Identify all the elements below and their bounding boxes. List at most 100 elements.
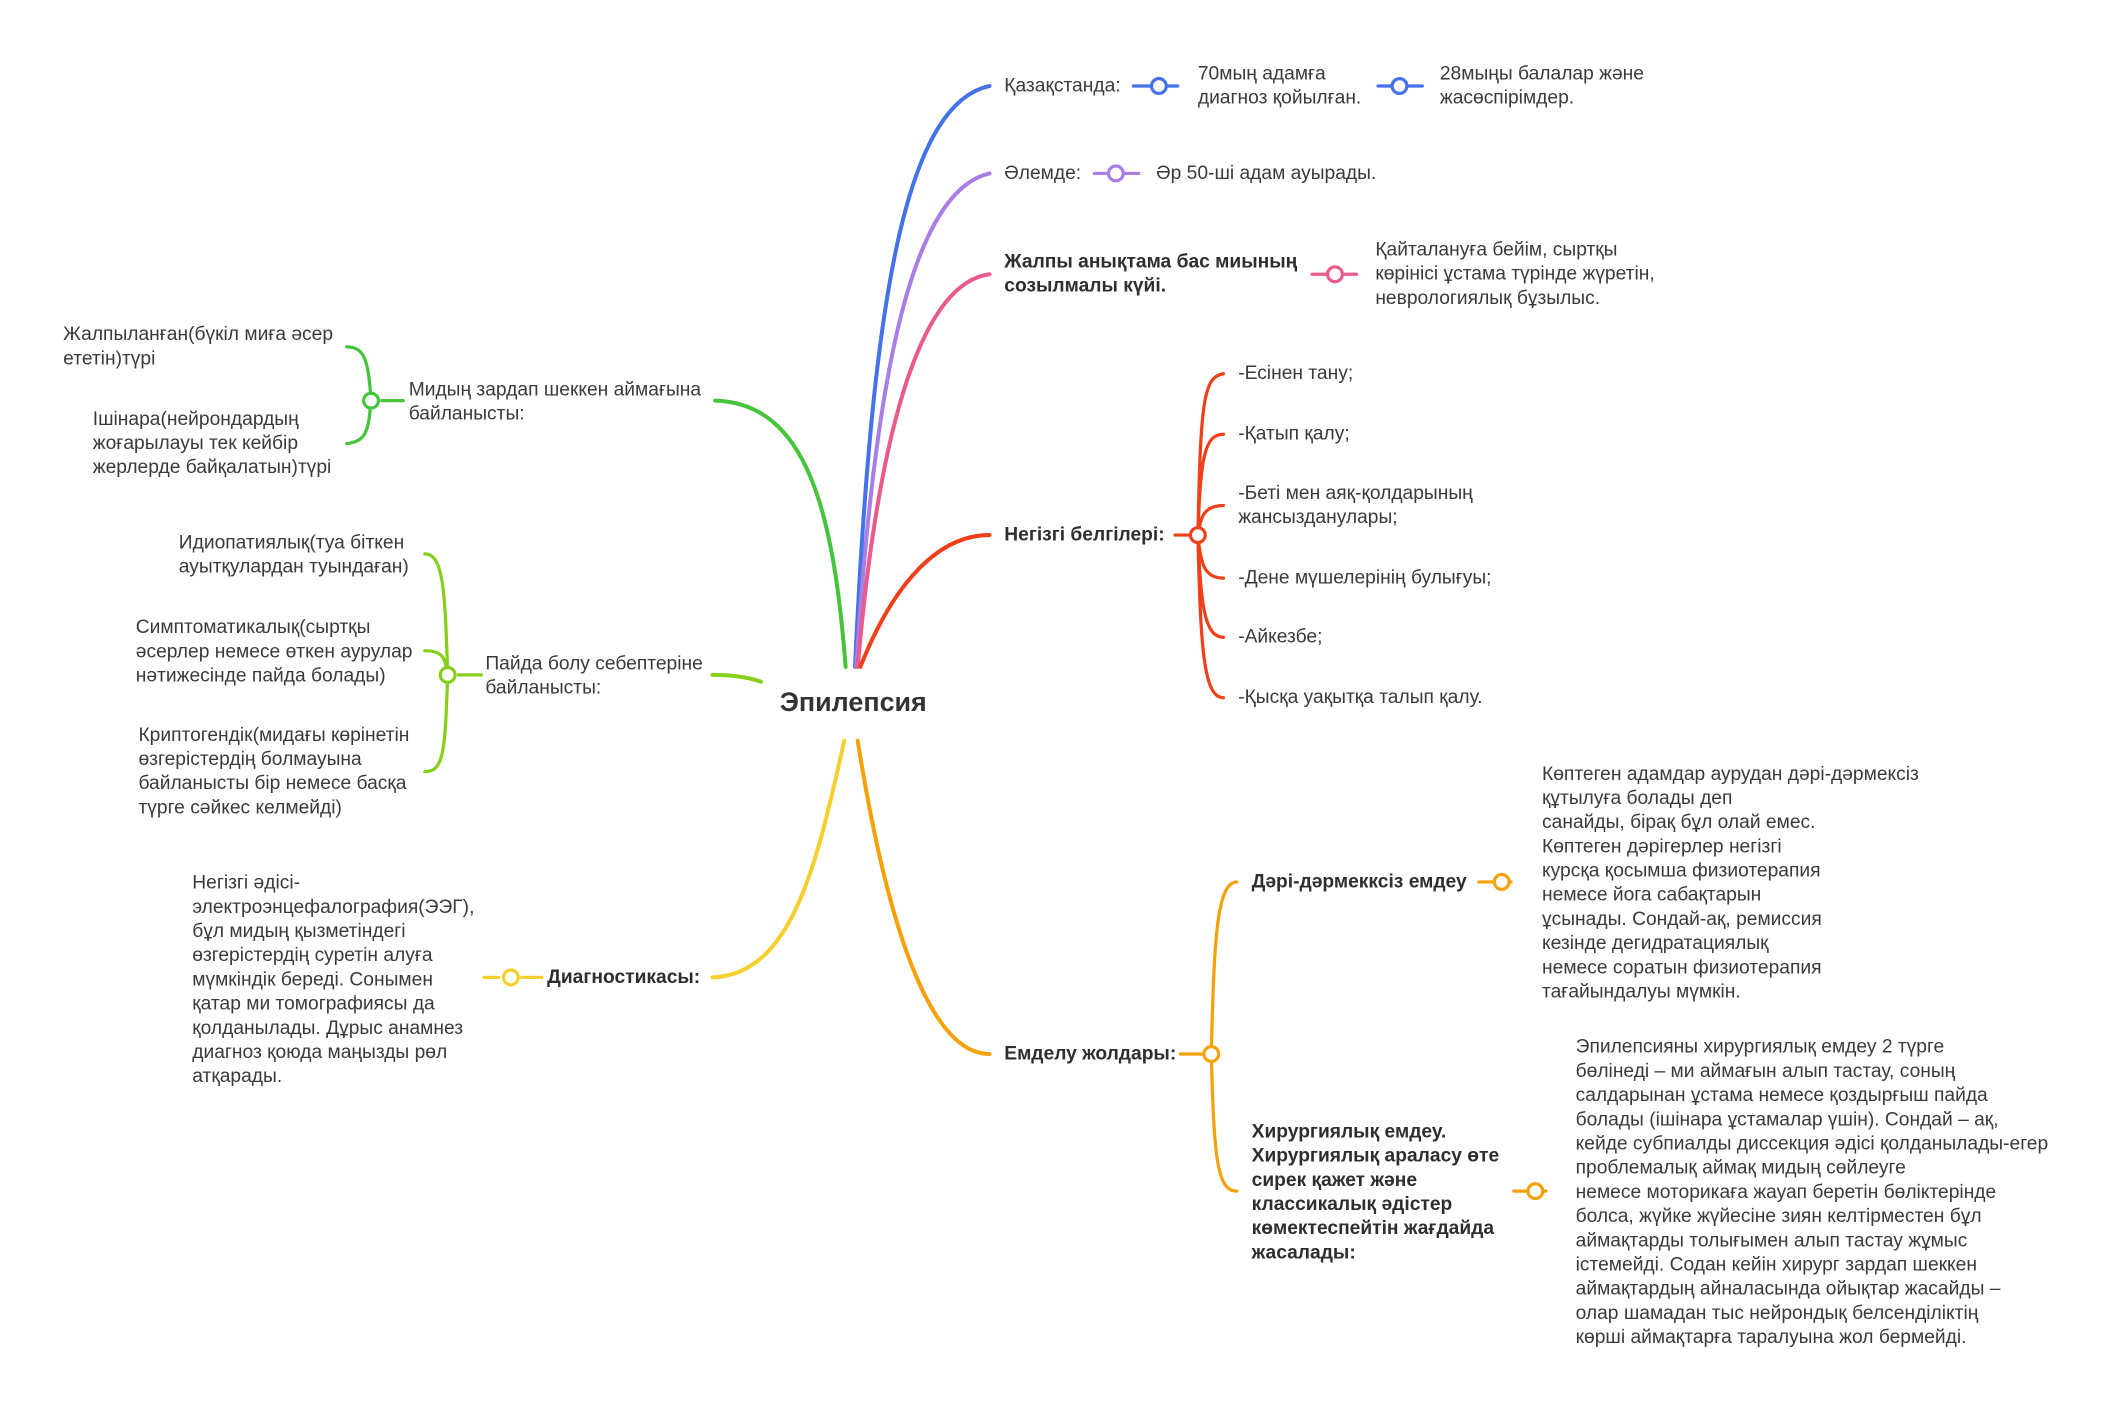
world-statistic[interactable]: Әр 50-ші адам ауырады. <box>1156 162 1377 185</box>
junction-dot[interactable] <box>1106 164 1125 183</box>
text-line: диагноз қойылған. <box>1197 87 1362 109</box>
text-line: ұсынады. Сондай-ақ, ремиссия <box>1542 908 1822 931</box>
topic-world[interactable]: Әлемде: <box>1004 162 1082 185</box>
text-line: сирек қажет және <box>1251 1169 1418 1192</box>
junction-dot[interactable] <box>1390 77 1409 96</box>
text-line: мүмкіндік береді. Сонымен <box>192 969 433 991</box>
link-signs-children <box>1173 372 1226 700</box>
junction-dot[interactable] <box>1149 77 1168 96</box>
sign-item[interactable]: -Қатып қалу; <box>1238 423 1350 445</box>
text-line: атқарады. <box>192 1066 283 1088</box>
text-line: неврологиялық бұзылыс. <box>1375 287 1601 310</box>
text-line: қолданылады. Дұрыс анамнез <box>192 1017 464 1040</box>
area-generalized[interactable]: Жалпыланған(бүкіл миға әсер ететін)түрі <box>63 323 333 371</box>
text-line: немесе соратын физиотерапия <box>1542 957 1822 979</box>
text-line: көмектеспейтін жағдайда <box>1251 1218 1495 1240</box>
kazakhstan-diagnosed[interactable]: 70мың адамға диагноз қойылған. <box>1198 62 1361 110</box>
text-line: бұл мидың қызметіндегі <box>192 920 406 943</box>
text-line: Қайталануға бейім, сыртқы <box>1375 239 1618 261</box>
area-partial[interactable]: Ішінара(нейрондардың жоғарылауы тек кейб… <box>93 407 332 480</box>
text-line: Симптоматикалық(сыртқы <box>135 617 371 639</box>
sign-item[interactable]: -Есінен тану; <box>1238 362 1354 385</box>
surgical-treatment[interactable]: Хирургиялық емдеу. Хирургиялық араласу ө… <box>1252 1120 1500 1265</box>
link-treatment-children <box>1178 880 1239 1193</box>
topic-treatment[interactable]: Емделу жолдары: <box>1004 1043 1177 1065</box>
text-line: Мидың зардап шеккен аймағына <box>408 379 702 401</box>
surgical-text[interactable]: Эпилепсияны хирургиялық емдеу 2 түрге бө… <box>1576 1035 2049 1350</box>
drug-free-text[interactable]: Көптеген адамдар аурудан дәрі-дәрмексіз … <box>1542 762 1919 1004</box>
sign-item[interactable]: -Қысқа уақытқа талып қалу. <box>1238 686 1483 709</box>
text-line: бөлінеді – ми аймағын алып тастау, соның <box>1575 1060 1956 1083</box>
kazakhstan-children[interactable]: 28мыңы балалар және жасөспірімдер. <box>1440 62 1644 110</box>
text-line: курсқа қосымша физиотерапия <box>1542 860 1821 882</box>
text-line: болса, жүйке жүйесіне зиян келтірместен … <box>1575 1205 1982 1228</box>
link-world <box>854 171 992 669</box>
topic-kazakhstan[interactable]: Қазақстанда: <box>1004 75 1121 97</box>
text-line: диагноз қоюда маңызды рөл <box>192 1041 448 1064</box>
text-line: істемейді. Содан кейін хирург зардап шек… <box>1575 1254 1978 1276</box>
root-topic[interactable]: Эпилепсия <box>779 688 927 718</box>
topic-causes[interactable]: Пайда болу себептеріне байланысты: <box>485 652 702 700</box>
text-line: Эпилепсияны хирургиялық емдеу 2 түрге <box>1575 1036 1945 1059</box>
topic-definition[interactable]: Жалпы анықтама бас миының созылмалы күйі… <box>1004 250 1297 298</box>
junction-dot[interactable] <box>1188 526 1207 545</box>
junction-dot[interactable] <box>438 665 457 684</box>
text-line: Жалпыланған(бүкіл миға әсер <box>63 324 334 346</box>
junction-dot[interactable] <box>1492 872 1511 891</box>
topic-signs[interactable]: Негізгі белгілері: <box>1004 524 1165 546</box>
drug-free-treatment[interactable]: Дәрі-дәрмекксіз емдеу <box>1251 871 1467 893</box>
definition-text[interactable]: Қайталануға бейім, сыртқы көрінісі ұстам… <box>1375 238 1654 311</box>
cause-symptomatic[interactable]: Симптоматикалық(сыртқы әсерлер немесе өт… <box>136 616 413 689</box>
text-line: ететін)түрі <box>63 348 156 370</box>
diagnostics-text[interactable]: Негізгі әдісі- электроэнцефалография(ЭЭГ… <box>192 871 474 1089</box>
text-line: классикалық әдістер <box>1251 1193 1453 1216</box>
sign-item[interactable]: -Дене мүшелерінің булығуы; <box>1238 567 1492 589</box>
text-line: Ішінара(нейрондардың <box>92 408 299 431</box>
text-line: -Беті мен аяқ-қолдарының <box>1238 482 1473 505</box>
text-line: Негізгі әдісі- <box>192 872 301 895</box>
junction-dot[interactable] <box>362 391 381 410</box>
sign-item[interactable]: -Беті мен аяқ-қолдарының жансызданулары; <box>1238 481 1473 529</box>
text-line: нәтижесінде пайда болады) <box>135 665 386 687</box>
topic-affected-area[interactable]: Мидың зардап шеккен аймағына байланысты: <box>409 378 701 426</box>
text-line: Хирургиялық араласу өте <box>1251 1145 1500 1167</box>
link-area <box>713 398 848 669</box>
text-line: аймақтардың айналасында ойықтар жасайды … <box>1575 1278 2001 1301</box>
text-line: ауытқулардан туындаған) <box>178 556 409 579</box>
text-line: немесе моторикаға жауап беретін бөліктер… <box>1575 1181 1997 1204</box>
sign-item[interactable]: -Айкезбе; <box>1238 626 1323 649</box>
text-line: электроэнцефалография(ЭЭГ), <box>192 896 475 919</box>
cause-cryptogenic[interactable]: Криптогендік(мидағы көрінетін өзгерістер… <box>138 723 409 820</box>
text-line: кейде субпиалды диссекция әдісі қолданыл… <box>1575 1133 2049 1155</box>
junction-dot[interactable] <box>1202 1045 1221 1064</box>
text-line: 28мыңы балалар және <box>1439 63 1644 85</box>
text-line: Хирургиялық емдеу. <box>1251 1121 1447 1143</box>
text-line: әсерлер немесе өткен аурулар <box>135 641 413 663</box>
text-line: тағайындалуы мүмкін. <box>1542 981 1741 1003</box>
text-line: өзгерістердің суретін алуға <box>192 945 433 967</box>
junction-dot[interactable] <box>501 968 520 987</box>
text-line: жасөспірімдер. <box>1439 87 1575 109</box>
text-line: Идиопатиялық(туа біткен <box>178 532 405 554</box>
cause-idiopathic[interactable]: Идиопатиялық(туа біткен ауытқулардан туы… <box>179 531 409 579</box>
text-line: жансызданулары; <box>1238 506 1398 529</box>
text-line: Пайда болу себептеріне <box>485 653 703 675</box>
text-line: Көптеген дәрігерлер негізгі <box>1542 836 1782 858</box>
text-line: санайды, бірақ бұл олай емес. <box>1542 812 1816 834</box>
text-line: байланысты: <box>408 403 525 425</box>
junction-dot[interactable] <box>1325 265 1344 284</box>
link-cause <box>710 672 763 684</box>
junction-dot[interactable] <box>1526 1182 1545 1201</box>
text-line: болады (ішінара ұстамалар үшін). Сондай … <box>1575 1109 1999 1131</box>
text-line: немесе йога сабақтарын <box>1542 884 1762 907</box>
link-definition <box>855 272 992 669</box>
text-line: Криптогендік(мидағы көрінетін <box>138 724 410 747</box>
text-line: созылмалы күйі. <box>1004 275 1167 298</box>
text-line: өзгерістердің болмауына <box>138 748 362 771</box>
topic-diagnostics[interactable]: Диагностикасы: <box>547 966 701 989</box>
text-line: құтылуға болады деп <box>1542 787 1733 810</box>
text-line: байланысты: <box>485 677 602 700</box>
text-line: проблемалық аймақ мидың сөйлеуге <box>1575 1157 1906 1180</box>
